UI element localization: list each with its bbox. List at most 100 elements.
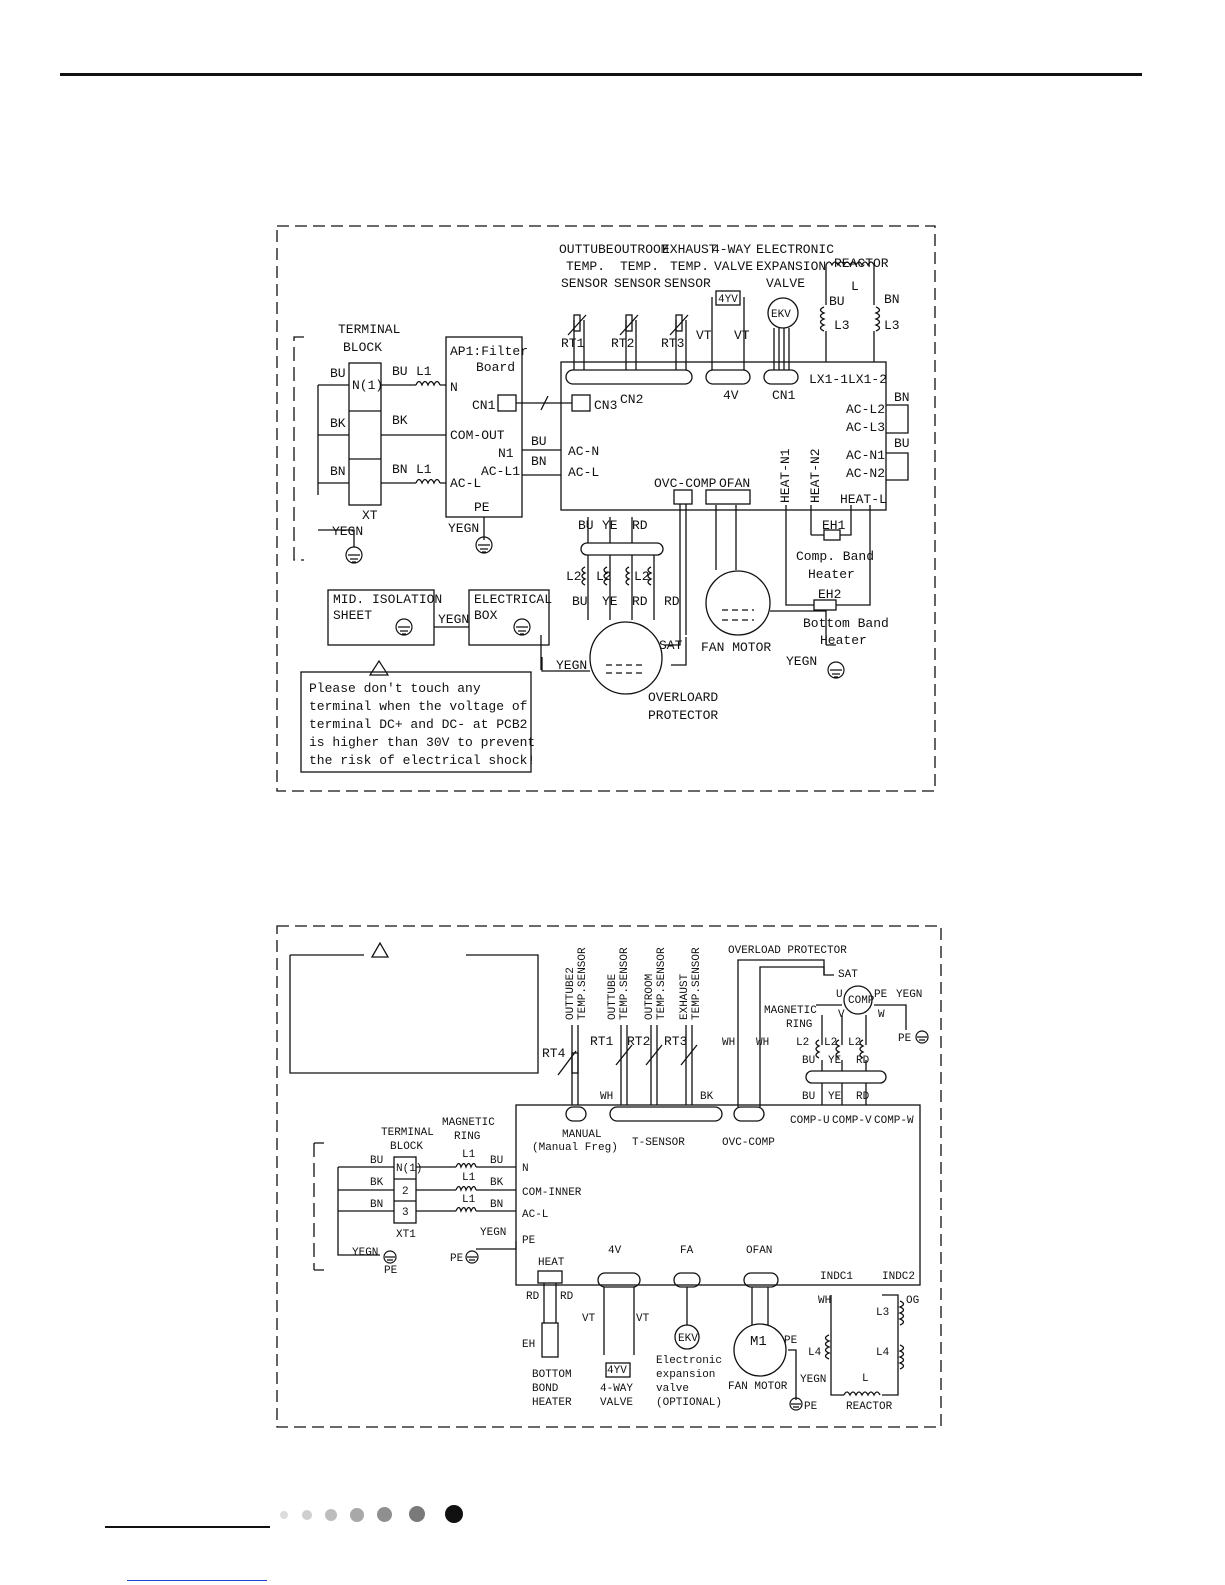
wire-bu-left: BU	[330, 366, 346, 381]
wire-bk-left: BK	[330, 416, 346, 431]
d2-comp-w: W	[878, 1009, 885, 1021]
d2-fan-label: FAN MOTOR	[728, 1381, 788, 1393]
fourway-vt-left: VT	[696, 328, 712, 343]
filter-com-out: COM-OUT	[450, 428, 505, 443]
filter-n: N	[450, 380, 458, 395]
d2-tb-bk: BK	[370, 1177, 384, 1189]
d2-magnetic-tb-2: RING	[454, 1131, 480, 1143]
reactor-l3-left: L3	[834, 318, 850, 333]
board-bn-right: BN	[894, 390, 910, 405]
d2-board-manual-sub: (Manual Freg)	[532, 1142, 618, 1154]
heater-eh1-label-2: Heater	[808, 567, 855, 582]
d2-ekv-label-3: valve	[656, 1383, 689, 1395]
board-cn2: CN2	[620, 392, 643, 407]
d2-l1-a: L1	[462, 1149, 476, 1161]
wire-bn-mid: BN	[392, 462, 408, 477]
footer-link-underline[interactable]	[127, 1580, 267, 1581]
filter-n1: N1	[498, 446, 514, 461]
tb-n: N(1)	[352, 378, 383, 393]
comp-wire-bu: BU	[578, 518, 594, 533]
d2-sensor-rt2-label-1: OUTROOM	[644, 974, 656, 1020]
sensor-3-ref: RT3	[661, 336, 684, 351]
d2-overload: OVERLOAD PROTECTOR	[728, 945, 847, 957]
wire-bn-board: BN	[531, 454, 547, 469]
d2-sensor-rt4-label-1: OUTTUBE2	[565, 967, 577, 1020]
ekv-label-2: EXPANSION	[756, 259, 826, 274]
d2-sensor-rt3-label-1: EXHAUST	[679, 973, 691, 1020]
d2-l2-c: L2	[848, 1037, 861, 1049]
d2-4yv: 4YV	[607, 1365, 627, 1377]
d2-sensor-rt1-label-2: TEMP.SENSOR	[619, 947, 631, 1020]
page-dot-6	[409, 1506, 425, 1522]
tb-title-2: BLOCK	[343, 340, 382, 355]
board-heat-n1: HEAT-N1	[778, 448, 793, 503]
reactor-title: REACTOR	[834, 256, 889, 271]
d2-board-bk: BK	[490, 1177, 504, 1189]
warning-line-2: terminal when the voltage of	[309, 699, 527, 714]
comp-l2-b: L2	[596, 569, 612, 584]
d2-heater-label-3: HEATER	[532, 1397, 572, 1409]
d2-comp-u: U	[836, 989, 843, 1001]
d2-sensor-rt3-label-2: TEMP.SENSOR	[691, 947, 703, 1020]
comp-wire-ye: YE	[602, 518, 618, 533]
board-ofan: OFAN	[719, 476, 750, 491]
d2-vt-1: VT	[582, 1313, 596, 1325]
tb-xt: XT	[362, 508, 378, 523]
d2-fan-pe: PE	[784, 1335, 798, 1347]
fan-yegn: YEGN	[786, 654, 817, 669]
d2-magnetic-2: RING	[786, 1019, 812, 1031]
comp-l2-a: L2	[566, 569, 582, 584]
d2-board-ovc: OVC-COMP	[722, 1137, 775, 1149]
board-acl2: AC-L2	[846, 402, 885, 417]
d2-board-compv: COMP-V	[832, 1115, 872, 1127]
d2-heat-rd-2: RD	[560, 1291, 574, 1303]
fourway-coil: 4YV	[718, 294, 738, 306]
d2-l2-b: L2	[824, 1037, 837, 1049]
comp-yegn: YEGN	[556, 658, 587, 673]
d2-wire-wh-sensor: WH	[600, 1091, 613, 1103]
heater-eh1-label-1: Comp. Band	[796, 549, 874, 564]
d2-heater-label-2: BOND	[532, 1383, 559, 1395]
heater-eh2-label-2: Heater	[820, 633, 867, 648]
d2-tb-pe: PE	[384, 1265, 398, 1277]
board-acn1: AC-N1	[846, 448, 885, 463]
electrical-box-1: ELECTRICAL	[474, 592, 552, 607]
d2-react-l4-a: L4	[808, 1347, 822, 1359]
d2-ye-1: YE	[828, 1055, 842, 1067]
d2-board-bn: BN	[490, 1199, 503, 1211]
header-rule	[60, 73, 1142, 76]
reactor-lx1: LX1-1	[809, 372, 848, 387]
page-dot-7	[445, 1505, 463, 1523]
comp-rd-3: RD	[664, 594, 680, 609]
sensor-1-label-2: TEMP.	[566, 259, 605, 274]
electrical-box-2: BOX	[474, 608, 498, 623]
d2-fan-pe-gnd: PE	[804, 1401, 818, 1413]
d2-rd-2: RD	[856, 1091, 870, 1103]
board-bu-right: BU	[894, 436, 910, 451]
comp-ye-2: YE	[602, 594, 618, 609]
d2-rd-1: RD	[856, 1055, 870, 1067]
d2-board-tsensor: T-SENSOR	[632, 1137, 685, 1149]
d2-tb-bn: BN	[370, 1199, 383, 1211]
d2-sensor-rt4-label-2: TEMP.SENSOR	[577, 947, 589, 1020]
d2-board-n: N	[522, 1163, 529, 1175]
d2-heat-rd-1: RD	[526, 1291, 540, 1303]
d2-heat-eh: EH	[522, 1339, 535, 1351]
d2-comp-pe-2: PE	[898, 1033, 912, 1045]
mid-isolation-2: SHEET	[333, 608, 372, 623]
overload-label-2: PROTECTOR	[648, 708, 718, 723]
board-acl3: AC-L3	[846, 420, 885, 435]
reactor-bn: BN	[884, 292, 900, 307]
fourway-label-1: 4-WAY	[712, 242, 751, 257]
board-heat-n2: HEAT-N2	[808, 448, 823, 503]
board-cn3: CN3	[594, 398, 617, 413]
board-acn2: AC-N2	[846, 466, 885, 481]
d2-ekv-label-1: Electronic	[656, 1355, 722, 1367]
wire-bk-mid: BK	[392, 413, 408, 428]
d2-vt-2: VT	[636, 1313, 650, 1325]
d2-l1-b: L1	[462, 1172, 476, 1184]
tb-title-1: TERMINAL	[338, 322, 400, 337]
reactor-lx2: LX1-2	[848, 372, 887, 387]
wiring-diagram-1: OUTTUBE TEMP. SENSOR RT1 OUTROOM TEMP. S…	[276, 225, 936, 792]
board-acn: AC-N	[568, 444, 599, 459]
